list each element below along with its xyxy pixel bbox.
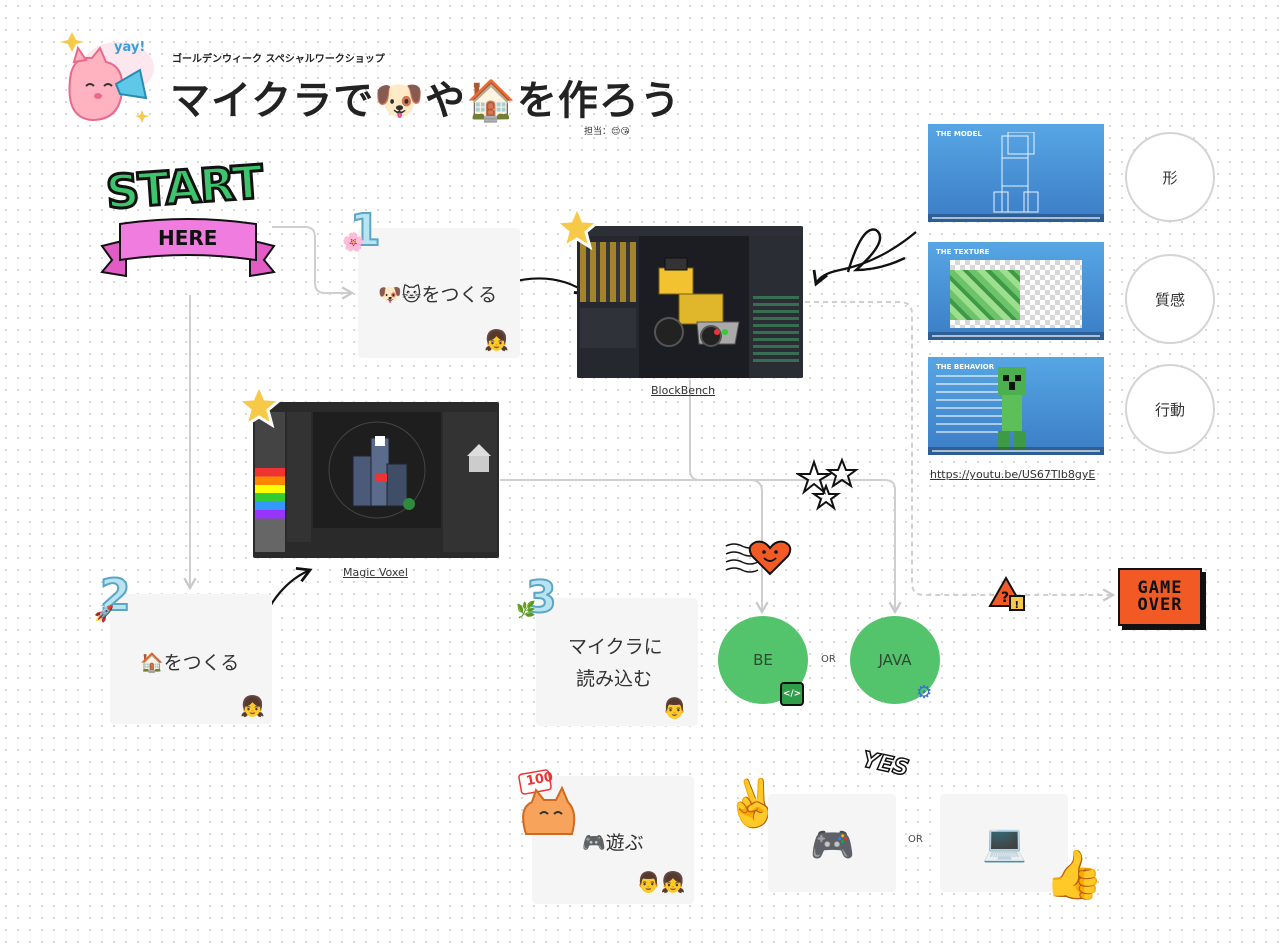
party-cat-icon — [518, 769, 576, 835]
step1-card[interactable]: 🐶🐱をつくる 👧 — [358, 228, 520, 358]
step1-label: 🐶🐱をつくる — [378, 284, 498, 306]
step2-card[interactable]: 🏠をつくる 👧 — [110, 594, 272, 724]
flower-icon: 🌸 — [342, 232, 365, 253]
video-thumb-behavior[interactable]: THE BEHAVIOR — [928, 357, 1104, 455]
magicvoxel-caption[interactable]: Magic Voxel — [343, 566, 408, 579]
thumbs-up-icon: 👍 — [1044, 847, 1104, 903]
svg-text:?: ? — [1001, 590, 1009, 606]
step3-label-line1: マイクラに — [568, 636, 663, 658]
bb-viewport — [639, 236, 749, 378]
step1-avatar: 👧 — [484, 328, 509, 352]
star-icon — [236, 382, 282, 428]
game-over-sticker: GAME OVER — [1118, 568, 1202, 626]
video-thumb-texture[interactable]: THE TEXTURE — [928, 242, 1104, 340]
step2-label: 🏠をつくる — [140, 652, 240, 674]
bulldozer-model-icon — [654, 257, 740, 347]
svg-text:!: ! — [1015, 600, 1020, 611]
step3-number: 3 — [525, 571, 558, 624]
concept-shape-label: 形 — [1162, 168, 1178, 187]
yay-sticker: yay! — [52, 28, 160, 124]
house-emoji-icon: 🏠 — [466, 78, 517, 124]
title-part3: を作ろう — [516, 78, 681, 124]
star-doodles-icon — [796, 457, 859, 511]
concept-behavior-label: 行動 — [1154, 400, 1185, 419]
mv-tools — [287, 412, 311, 542]
bb-left-panel — [577, 236, 639, 378]
connector-dashed-gameover — [805, 301, 1116, 602]
concept-texture: 質感 — [1125, 254, 1215, 344]
hundred-cat-sticker: 100 — [516, 768, 580, 836]
title-part1: マイクラで — [170, 78, 375, 124]
start-text: START — [103, 153, 266, 221]
video-thumb-model[interactable]: THE MODEL — [928, 124, 1104, 222]
title-part2: や — [425, 78, 467, 124]
magicvoxel-screenshot[interactable] — [253, 402, 499, 558]
arrow-scribble-to-blockbench — [812, 231, 917, 287]
laptop-icon: 💻 — [982, 823, 1027, 864]
concept-texture-label: 質感 — [1154, 290, 1185, 309]
edition-java-label: JAVA — [878, 651, 912, 669]
star-icon — [554, 204, 600, 250]
scribble-loop — [846, 228, 906, 273]
blockbench-screenshot[interactable] — [577, 226, 803, 378]
step3-label-line2: 読み込む — [576, 668, 653, 690]
bb-right-panel — [749, 236, 803, 378]
step2-avatar: 👧 — [240, 694, 265, 718]
video-title-model: THE MODEL — [936, 130, 982, 138]
mv-right-panel — [443, 412, 497, 552]
step4-label: 🎮遊ぶ — [582, 832, 644, 854]
wireframe-model-icon — [993, 132, 1039, 213]
device-or: OR — [908, 834, 923, 845]
rocket-icon: 🚀 — [94, 604, 114, 623]
step3-card[interactable]: マイクラに 読み込む 👨 — [536, 598, 698, 726]
heart-stamp-icon — [725, 540, 792, 576]
voxel-city-icon — [328, 421, 426, 519]
dog-emoji-icon: 🐶 — [374, 78, 426, 124]
step2-number: 2 — [99, 569, 132, 622]
controller-icon: 🎮 — [810, 825, 855, 866]
page-title: マイクラで🐶や🏠を作ろう — [170, 68, 681, 126]
edition-or: OR — [821, 654, 836, 665]
edition-java[interactable]: JAVA — [850, 616, 940, 704]
texture-grid — [950, 260, 1082, 328]
video-title-behavior: THE BEHAVIOR — [936, 363, 995, 371]
step1-number: 1 — [349, 204, 382, 257]
laptop-card[interactable]: 💻 — [940, 794, 1068, 892]
yay-text: yay! — [114, 40, 146, 55]
step3-avatar: 👨 — [662, 696, 687, 720]
blockbench-caption[interactable]: BlockBench — [651, 384, 716, 397]
cat-megaphone-icon — [60, 32, 154, 123]
mv-viewport — [313, 412, 441, 528]
banner-ribbon — [100, 218, 276, 278]
banner-text: HERE — [158, 226, 218, 250]
owner-label: 担当：😌😘 — [584, 127, 630, 137]
video-title-texture: THE TEXTURE — [936, 248, 990, 256]
concept-behavior: 行動 — [1125, 364, 1215, 454]
warning-icon: ? ! — [988, 575, 1025, 611]
video-link[interactable]: https://youtu.be/US67TIb8gyE — [930, 468, 1096, 481]
edition-be-label: BE — [753, 651, 773, 669]
creeper-icon — [998, 367, 1026, 449]
gear-icon: ⚙ — [916, 682, 933, 703]
code-icon: </> — [780, 682, 804, 706]
arrow-step1-to-blockbench — [507, 277, 591, 296]
connector-start-step1 — [272, 226, 355, 300]
game-over-line1: GAME — [1137, 578, 1183, 598]
leaf-icon: 🌿 — [516, 600, 536, 619]
controller-card[interactable]: 🎮 — [768, 794, 896, 892]
game-over-line2: OVER — [1137, 595, 1183, 615]
step4-avatar: 👨👧 — [636, 870, 686, 894]
concept-shape: 形 — [1125, 132, 1215, 222]
connector-voxel-java — [500, 479, 902, 615]
start-here-sticker: START HERE — [100, 153, 276, 282]
house-preview-icon — [467, 444, 491, 472]
code-lines — [936, 375, 1006, 435]
mv-palette — [255, 412, 285, 552]
page-subtitle: ゴールデンウィーク スペシャルワークショップ — [172, 54, 385, 65]
bb-toolbar — [577, 226, 803, 236]
